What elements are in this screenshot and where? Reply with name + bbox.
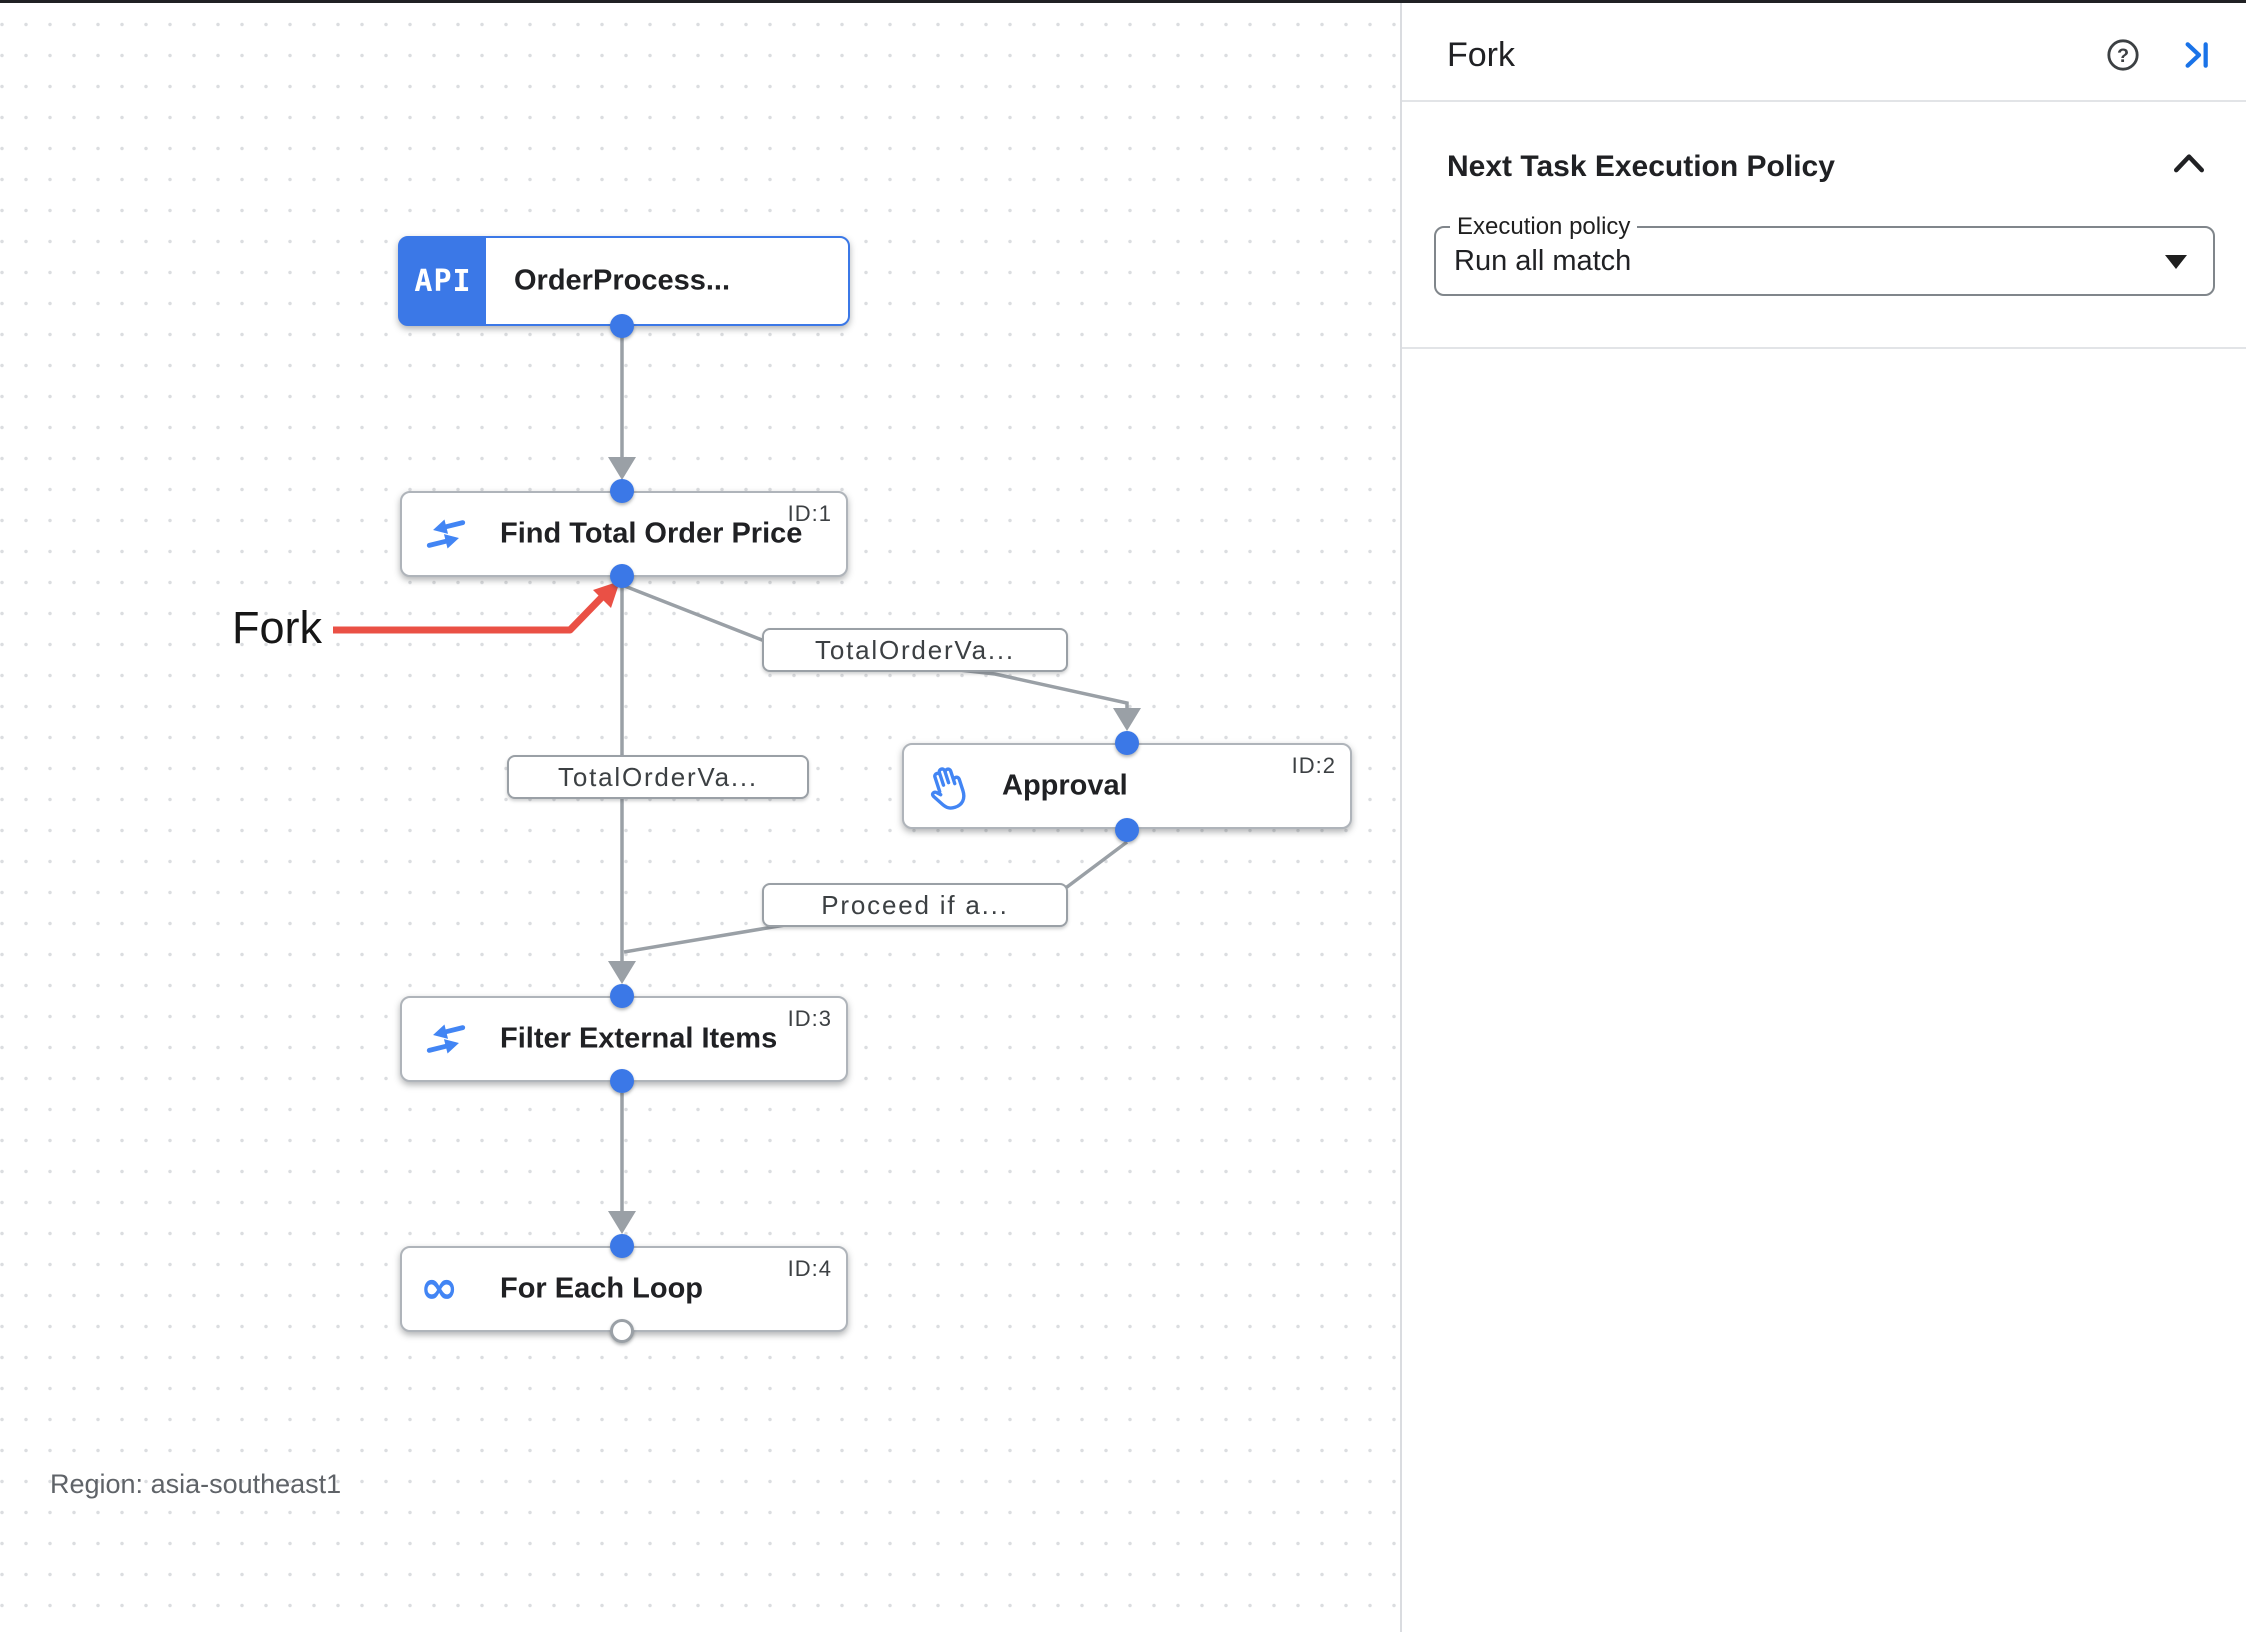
connector-dot-trigger-output[interactable] [610, 314, 634, 338]
collapse-section-button[interactable] [2172, 147, 2206, 181]
collapse-panel-button[interactable] [2180, 39, 2214, 73]
task-id-badge: ID:2 [1291, 753, 1336, 778]
config-panel: Fork ? Next Task Execution Policy Execut… [1400, 3, 2246, 1632]
fork-annotation-label: Fork [232, 602, 322, 653]
task-title: Find Total Order Price [500, 517, 803, 550]
data-mapping-icon [426, 519, 466, 549]
connector-dot-task4-input[interactable] [610, 1234, 634, 1258]
task-title: Approval [1002, 769, 1128, 802]
trigger-title: OrderProcess... [514, 264, 730, 297]
region-label: Region: asia-southeast1 [50, 1469, 342, 1499]
task-id-badge: ID:1 [787, 501, 832, 526]
task-node-for-each-loop[interactable]: ∞ For Each Loop ID:4 [400, 1246, 848, 1332]
edge-condition-label[interactable]: TotalOrderVa... [762, 628, 1068, 672]
edge-condition-label[interactable]: Proceed if a... [762, 883, 1068, 927]
execution-policy-select[interactable]: Execution policy Run all match [1434, 213, 2215, 296]
svg-text:?: ? [2117, 45, 2129, 67]
api-trigger-badge: API [400, 238, 486, 324]
chevron-up-icon [2173, 153, 2205, 172]
data-mapping-icon [426, 1024, 466, 1054]
arrowhead-task1 [608, 457, 636, 480]
approval-hand-icon [930, 767, 966, 810]
connector-dot-task1-input[interactable] [610, 479, 634, 503]
connector-dot-approval-output[interactable] [1115, 818, 1139, 842]
workflow-canvas[interactable]: API OrderProcess... Find Total Order Pri… [0, 3, 1400, 1632]
top-border-line [0, 0, 2246, 3]
task-node-find-total-order-price[interactable]: Find Total Order Price ID:1 [400, 491, 848, 577]
arrowhead-task4 [608, 1211, 636, 1234]
execution-policy-value: Run all match [1454, 245, 1632, 277]
trigger-node-orderprocess[interactable]: API OrderProcess... [398, 236, 850, 326]
connector-dot-fork-point[interactable] [610, 564, 634, 588]
task-id-badge: ID:4 [787, 1256, 832, 1281]
arrowhead-task3 [608, 961, 636, 984]
panel-title: Fork [1447, 36, 1515, 74]
task-title: For Each Loop [500, 1272, 703, 1305]
arrowhead-approval [1113, 708, 1141, 731]
dropdown-arrow-icon [2165, 255, 2187, 269]
help-icon: ? [2107, 39, 2139, 71]
fork-annotation-arrow [333, 581, 620, 634]
edge-condition-label[interactable]: TotalOrderVa... [507, 755, 809, 799]
connector-dot-task3-input[interactable] [610, 984, 634, 1008]
task-title: Filter External Items [500, 1022, 778, 1055]
task-id-badge: ID:3 [787, 1006, 832, 1031]
collapse-panel-icon [2185, 42, 2208, 68]
section-heading-next-task-execution-policy: Next Task Execution Policy [1447, 150, 1835, 183]
loop-icon: ∞ [420, 1260, 459, 1315]
connector-dot-approval-input[interactable] [1115, 731, 1139, 755]
help-button[interactable]: ? [2106, 38, 2140, 72]
connector-dot-task3-output[interactable] [610, 1069, 634, 1093]
task-node-approval[interactable]: Approval ID:2 [902, 743, 1352, 829]
panel-section-divider [1402, 347, 2246, 349]
execution-policy-label: Execution policy [1450, 213, 1638, 241]
panel-header-divider [1402, 100, 2246, 102]
connector-dot-task4-output-open[interactable] [610, 1319, 634, 1343]
